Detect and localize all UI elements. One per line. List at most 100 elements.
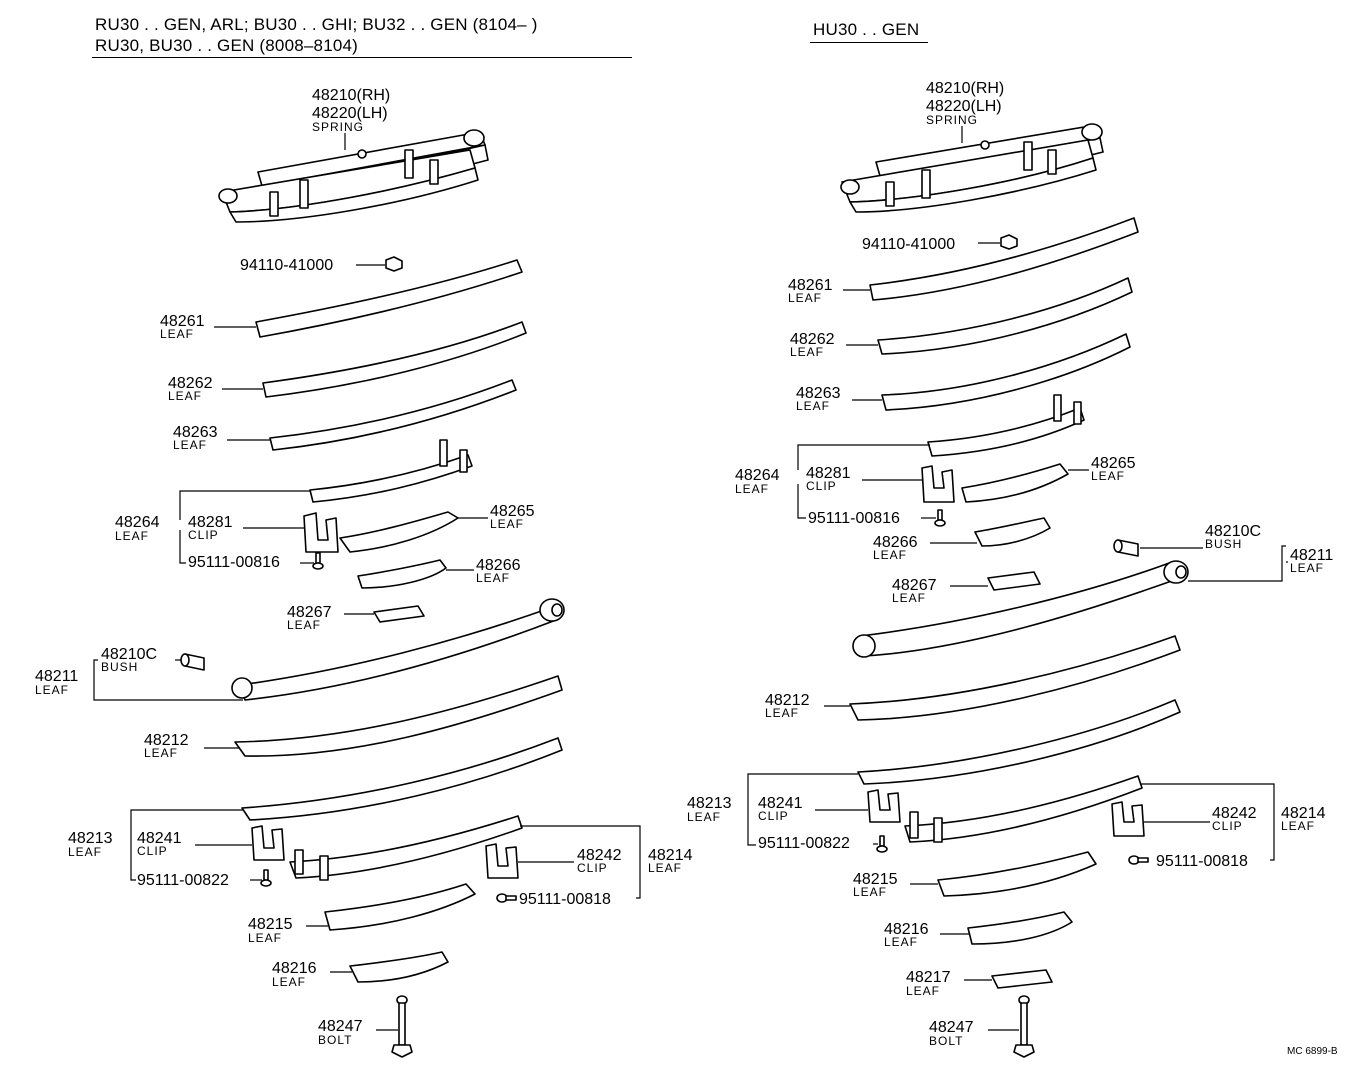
left-header-underline xyxy=(92,57,632,58)
left-clip-48241 xyxy=(251,825,285,861)
right-caption-48241: CLIP xyxy=(758,809,789,823)
right-spring-rh-label: 48210(RH) xyxy=(926,80,1004,97)
left-label-48242: 48242 xyxy=(577,847,622,864)
left-caption-bush: BUSH xyxy=(101,660,138,674)
right-label-48264: 48264 xyxy=(735,467,780,484)
right-leaf-48214 xyxy=(904,775,1143,843)
right-caption-48264: LEAF xyxy=(735,482,769,496)
left-label-48281: 48281 xyxy=(188,514,233,531)
left-caption-48215: LEAF xyxy=(248,931,282,945)
left-label-48267: 48267 xyxy=(287,604,332,621)
left-label-48262: 48262 xyxy=(168,375,213,392)
right-caption-48267: LEAF xyxy=(892,591,926,605)
left-spring-assembly-illustration xyxy=(218,129,489,223)
left-leaf-48265 xyxy=(339,511,459,553)
left-leaf-48216 xyxy=(349,951,449,983)
right-caption-bush: BUSH xyxy=(1205,537,1242,551)
right-clip-48241 xyxy=(867,789,901,823)
right-spring-assembly-illustration xyxy=(840,123,1104,213)
right-caption-48211: LEAF xyxy=(1290,561,1324,575)
left-spring-caption: SPRING xyxy=(312,120,364,134)
right-label-95111-00822: 95111-00822 xyxy=(758,835,850,852)
left-bolt-95111-00818-icon xyxy=(496,893,517,903)
right-caption-48215: LEAF xyxy=(853,885,887,899)
right-caption-48266: LEAF xyxy=(873,548,907,562)
left-label-48210c: 48210C xyxy=(101,646,157,663)
right-leaf-48261 xyxy=(869,217,1139,301)
left-caption-48212: LEAF xyxy=(144,746,178,760)
right-clip-48281 xyxy=(921,465,955,503)
left-caption-48214: LEAF xyxy=(648,861,682,875)
right-label-95111-00816: 95111-00816 xyxy=(808,510,900,527)
right-leaf-48215 xyxy=(937,851,1097,897)
left-spring-rh-label: 48210(RH) xyxy=(312,87,390,104)
right-caption-48216: LEAF xyxy=(884,935,918,949)
left-caption-48281: CLIP xyxy=(188,528,219,542)
left-nut-icon xyxy=(385,256,403,272)
left-nut-label: 94110-41000 xyxy=(240,257,333,274)
left-caption-48263: LEAF xyxy=(173,438,207,452)
left-leaf-48261 xyxy=(255,259,523,338)
right-label-48263: 48263 xyxy=(796,385,841,402)
left-label-48214: 48214 xyxy=(648,847,693,864)
right-label-48242: 48242 xyxy=(1212,805,1257,822)
right-caption-48261: LEAF xyxy=(788,291,822,305)
left-leaf-48267 xyxy=(373,605,425,623)
right-label-48211: 48211 xyxy=(1290,547,1333,564)
right-clip-48242 xyxy=(1111,801,1145,837)
right-leaf-48212 xyxy=(849,635,1181,721)
left-label-48211: 48211 xyxy=(35,668,78,685)
left-leaf-48213 xyxy=(241,737,563,821)
left-caption-48265: LEAF xyxy=(490,517,524,531)
left-leaf-48266 xyxy=(357,559,447,589)
right-header-underline xyxy=(810,42,928,43)
left-leaf-48212 xyxy=(234,675,563,757)
right-leaf-48267 xyxy=(987,571,1041,591)
left-variant-header-line2: RU30, BU30 . . GEN (8008–8104) xyxy=(95,36,359,55)
right-nut-label: 94110-41000 xyxy=(862,236,955,253)
right-caption-48212: LEAF xyxy=(765,706,799,720)
right-caption-bolt: BOLT xyxy=(929,1034,963,1048)
right-caption-48217: LEAF xyxy=(906,984,940,998)
right-caption-48262: LEAF xyxy=(790,345,824,359)
left-label-48261: 48261 xyxy=(160,313,205,330)
right-caption-48213: LEAF xyxy=(687,810,721,824)
left-clip-48242 xyxy=(485,843,519,879)
right-label-48265: 48265 xyxy=(1091,455,1136,472)
left-leaf-48262 xyxy=(262,321,527,398)
right-label-48247: 48247 xyxy=(929,1019,974,1036)
right-leaf-48216 xyxy=(967,911,1073,945)
right-caption-48281: CLIP xyxy=(806,479,837,493)
right-label-48217: 48217 xyxy=(906,969,951,986)
left-caption-48264: LEAF xyxy=(115,529,149,543)
left-label-48216: 48216 xyxy=(272,960,317,977)
left-label-48263: 48263 xyxy=(173,424,218,441)
right-caption-48263: LEAF xyxy=(796,399,830,413)
left-variant-header-line1: RU30 . . GEN, ARL; BU30 . . GHI; BU32 . … xyxy=(95,15,538,34)
left-caption-48211: LEAF xyxy=(35,683,69,697)
left-label-95111-00816: 95111-00816 xyxy=(188,554,280,571)
left-leaf-48263 xyxy=(269,379,517,451)
left-clip-48281 xyxy=(303,512,339,553)
right-label-48261: 48261 xyxy=(788,277,833,294)
right-label-95111-00818: 95111-00818 xyxy=(1156,853,1248,870)
left-caption-48262: LEAF xyxy=(168,389,202,403)
left-bolt-48247-icon xyxy=(391,995,413,1058)
left-label-95111-00818: 95111-00818 xyxy=(519,891,611,908)
left-caption-48216: LEAF xyxy=(272,975,306,989)
left-label-48213: 48213 xyxy=(68,830,113,847)
right-variant-header: HU30 . . GEN xyxy=(813,20,920,39)
left-label-48264: 48264 xyxy=(115,514,160,531)
right-label-48213: 48213 xyxy=(687,795,732,812)
left-caption-48261: LEAF xyxy=(160,327,194,341)
right-leaf-48265 xyxy=(961,463,1069,503)
right-bush-48210c-icon xyxy=(1113,539,1139,557)
right-caption-48242: CLIP xyxy=(1212,819,1243,833)
right-label-48281: 48281 xyxy=(806,465,851,482)
right-caption-48214: LEAF xyxy=(1281,819,1315,833)
right-leaf-48266 xyxy=(974,517,1051,547)
right-label-48216: 48216 xyxy=(884,921,929,938)
left-label-48265: 48265 xyxy=(490,503,535,520)
right-label-48262: 48262 xyxy=(790,331,835,348)
right-label-48212: 48212 xyxy=(765,692,810,709)
